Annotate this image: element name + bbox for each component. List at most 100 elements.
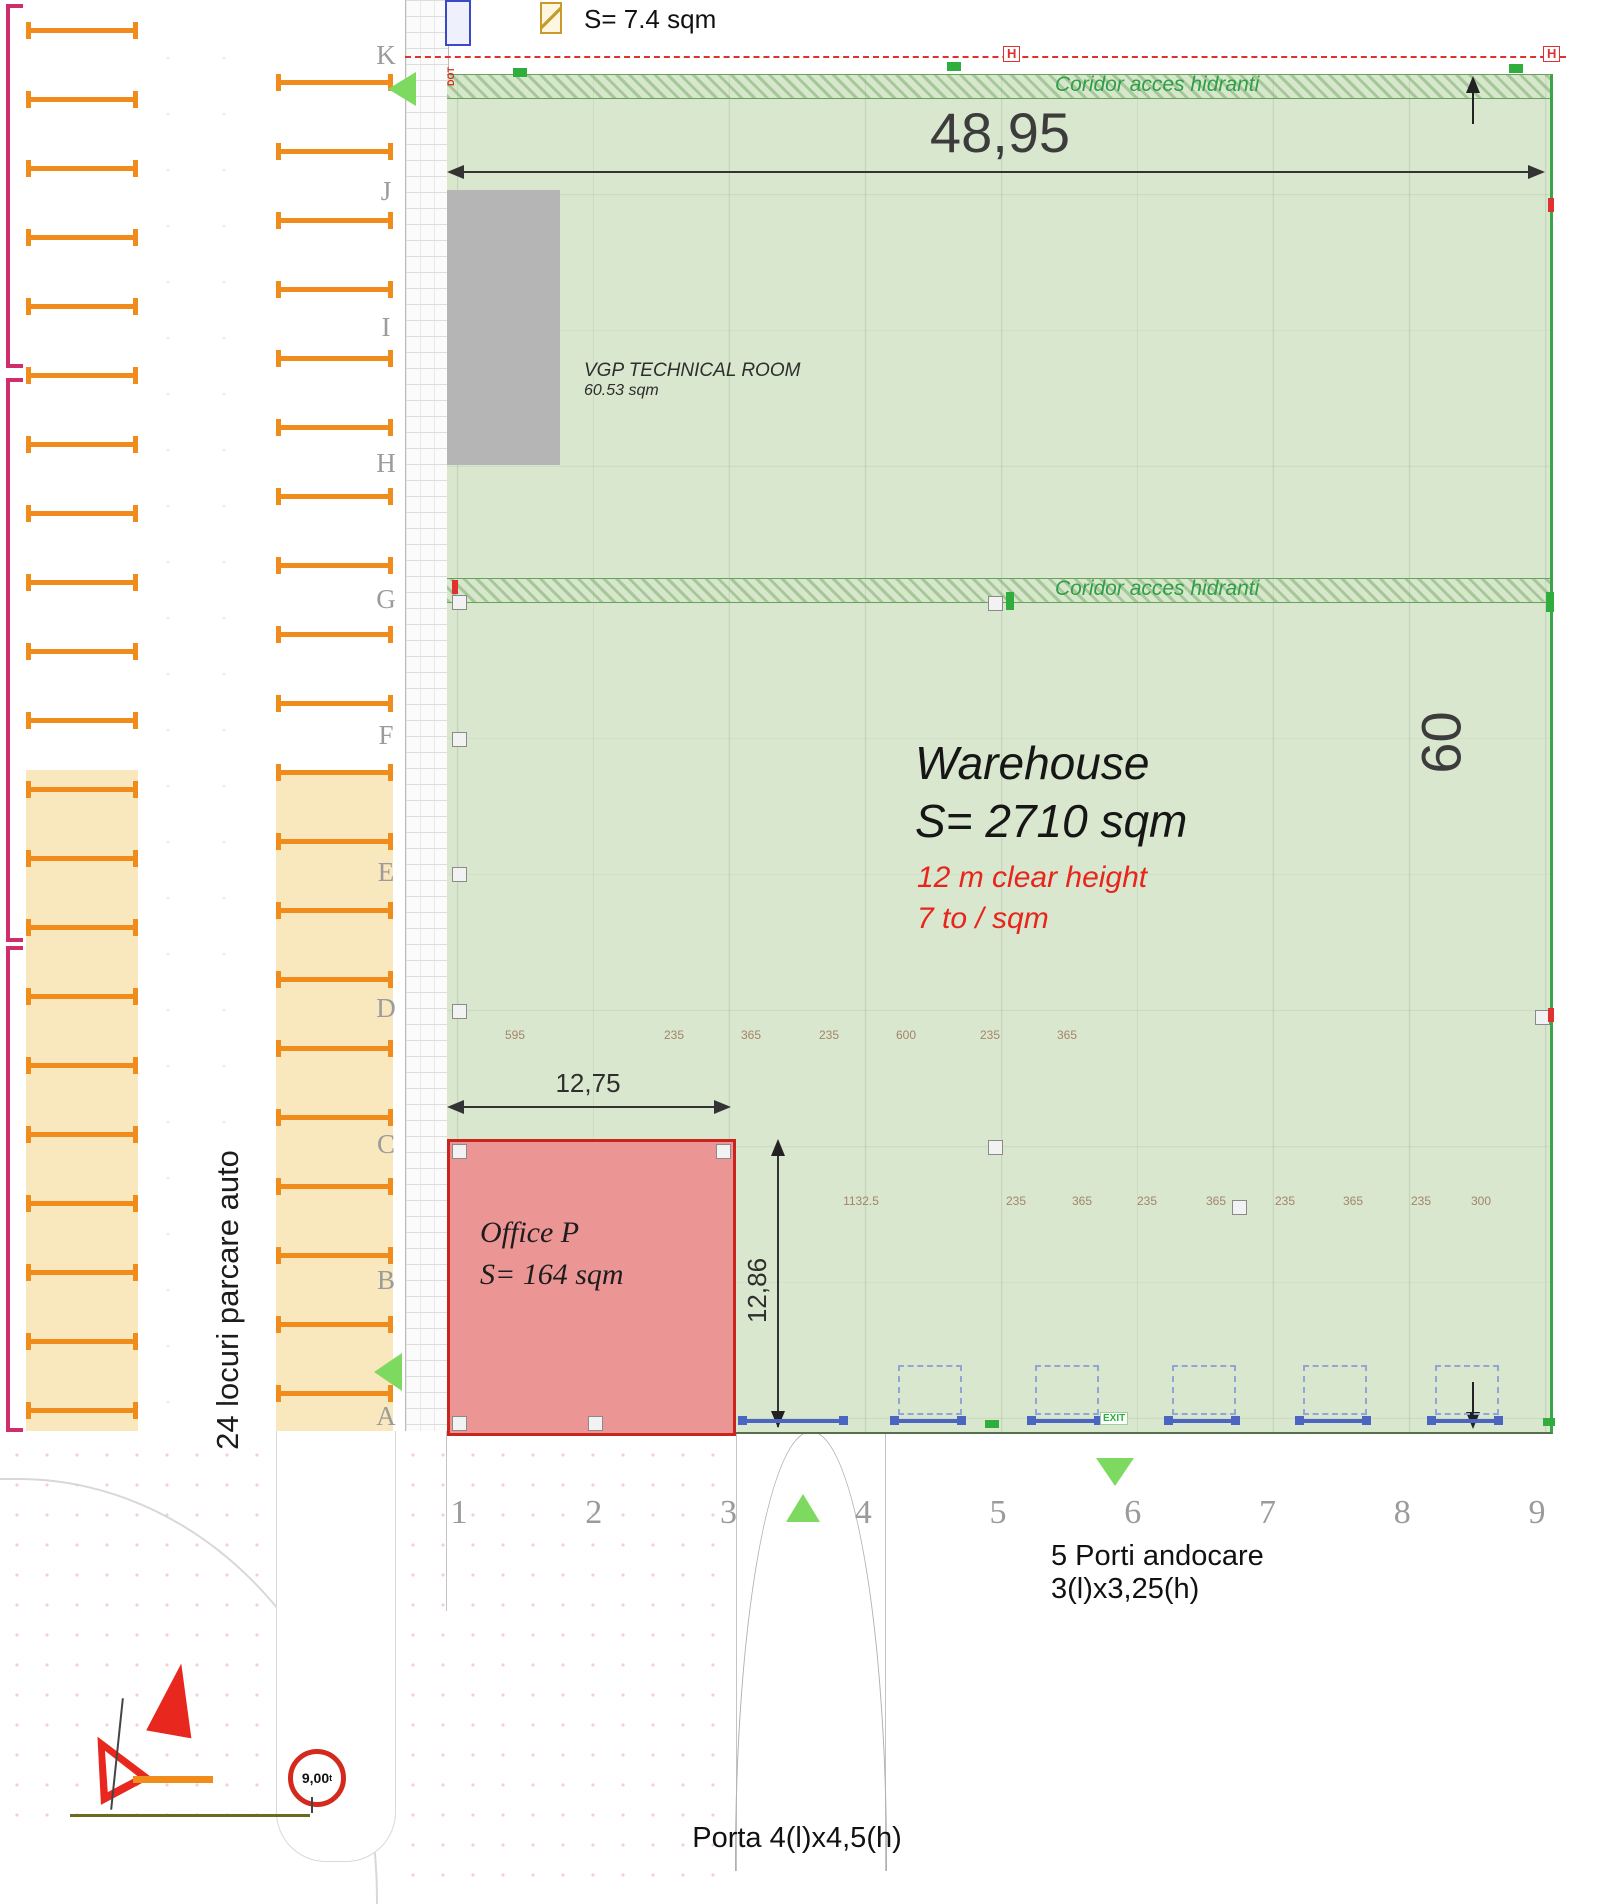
red-tick	[1548, 198, 1554, 212]
parking-column-left	[26, 22, 138, 1437]
green-tick	[947, 62, 961, 71]
shaft-box	[445, 0, 471, 46]
column-marker	[452, 732, 467, 747]
dimension-value: 365	[1342, 1194, 1364, 1208]
dimension-line	[777, 1143, 779, 1427]
office-area-label: S= 164 sqm	[480, 1258, 624, 1291]
green-tick	[985, 1420, 999, 1428]
grid-row-label: G	[376, 584, 396, 615]
grid-column-labels: 1 2 3 4 5 6 7 8 9	[442, 1494, 1554, 1532]
dock-leveler	[1035, 1365, 1099, 1415]
grid-row-labels: K J I H G F E D C B A	[368, 40, 404, 1432]
dock-leveler	[1303, 1365, 1367, 1415]
parking-column-right	[276, 74, 393, 1437]
direction-arrow-icon	[1096, 1458, 1134, 1486]
column-marker	[716, 1144, 731, 1159]
dock-door	[1164, 1416, 1240, 1425]
grid-row-label: D	[376, 992, 396, 1023]
grid-column-label: 2	[585, 1494, 603, 1531]
arrow-icon	[447, 1100, 464, 1114]
grid-row-label: C	[376, 1128, 395, 1159]
parking-stripe-ends	[133, 22, 138, 1437]
dock-leveler	[1172, 1365, 1236, 1415]
grid-column-label: 4	[854, 1494, 872, 1531]
dock-door	[890, 1416, 966, 1425]
column-marker	[988, 1140, 1003, 1155]
grid-column-label: 9	[1528, 1494, 1546, 1531]
parking-stripes	[280, 80, 389, 1431]
gate-driveway-line	[736, 1431, 737, 1871]
column-marker	[452, 1416, 467, 1431]
arrow-icon	[714, 1100, 731, 1114]
arrow-icon	[447, 165, 464, 179]
dimension-value: 1132.5	[843, 1194, 879, 1208]
green-tick	[1509, 64, 1523, 73]
weight-limit-value: 9,00	[301, 1770, 330, 1786]
site-boundary-segment	[6, 4, 23, 368]
dimension-line	[452, 171, 1538, 173]
dimension-value: 365	[1056, 1028, 1078, 1042]
green-tick	[1543, 1418, 1555, 1426]
grid-column-label: 3	[720, 1494, 737, 1531]
floor-load-note: 7 to / sqm	[917, 901, 1049, 935]
parking-stripes	[30, 28, 134, 1431]
column-marker	[1232, 1200, 1247, 1215]
grid-row-label: F	[378, 720, 394, 751]
green-tick	[1006, 592, 1014, 610]
dimension-value: 600	[895, 1028, 917, 1042]
dimension-value: 365	[1205, 1194, 1227, 1208]
green-tick	[513, 68, 527, 77]
dimension-value: 235	[1005, 1194, 1027, 1208]
dock-door	[1295, 1416, 1371, 1425]
door-symbol-icon	[540, 2, 562, 34]
green-tick	[1546, 592, 1554, 612]
dimension-value: 235	[1274, 1194, 1296, 1208]
pavement-pattern	[398, 1440, 736, 1895]
hydrant-marker: H	[1003, 46, 1021, 62]
dimension-line	[452, 1106, 724, 1108]
office-width-dimension: 12,75	[555, 1068, 621, 1098]
bay-dimensions-row: 1132.5 235 365 235 365 235 365 235 300	[447, 1194, 1550, 1208]
arrow-icon	[1466, 76, 1480, 93]
dimension-value: 300	[1470, 1194, 1492, 1208]
hydrant-corridor-top	[447, 74, 1550, 99]
office-height-dimension: 12,86	[742, 1257, 773, 1324]
boundary-line	[446, 1431, 447, 1611]
bay-dimensions-row: 595 235 365 235 600 235 365	[447, 1028, 1147, 1042]
barrier-bar	[133, 1776, 213, 1783]
gate-door	[738, 1416, 848, 1425]
weight-limit-unit: t	[329, 1773, 333, 1783]
site-boundary-segment	[6, 946, 23, 1432]
pavement-pattern	[140, 30, 274, 1430]
dimension-value: 365	[740, 1028, 762, 1042]
grid-row-label: B	[376, 1264, 395, 1295]
warehouse-notes: 12 m clear height 7 to / sqm	[917, 858, 1147, 939]
site-boundary-segment	[6, 378, 23, 942]
wall-tag-label: DOT	[446, 67, 456, 86]
column-marker	[452, 595, 467, 610]
grid-column-label: 6	[1124, 1494, 1142, 1531]
office-name: Office P	[480, 1216, 580, 1249]
sign-pole	[311, 1797, 313, 1813]
dimension-line	[1472, 1382, 1474, 1422]
ground-line	[70, 1814, 310, 1817]
grid-column-label: 1	[450, 1494, 468, 1531]
exterior-wall	[405, 0, 449, 1431]
grid-column-label: 7	[1259, 1494, 1276, 1531]
dock-door	[1427, 1416, 1503, 1425]
hydrant-marker: H	[1543, 46, 1561, 62]
corridor-label: Coridor acces hidranti	[1055, 73, 1260, 96]
technical-room-label: VGP TECHNICAL ROOM 60.53 sqm	[584, 360, 800, 400]
gate-driveway-line	[885, 1431, 886, 1871]
column-marker	[452, 1144, 467, 1159]
gate-label: Porta 4(l)x4,5(h)	[692, 1822, 902, 1854]
technical-room	[447, 190, 560, 465]
dimension-line	[1472, 84, 1474, 124]
dimension-value: 235	[818, 1028, 840, 1042]
dimension-value: 235	[979, 1028, 1001, 1042]
technical-room-title: VGP TECHNICAL ROOM	[584, 360, 801, 381]
dimension-value: 595	[504, 1028, 526, 1042]
red-tick	[452, 580, 458, 594]
